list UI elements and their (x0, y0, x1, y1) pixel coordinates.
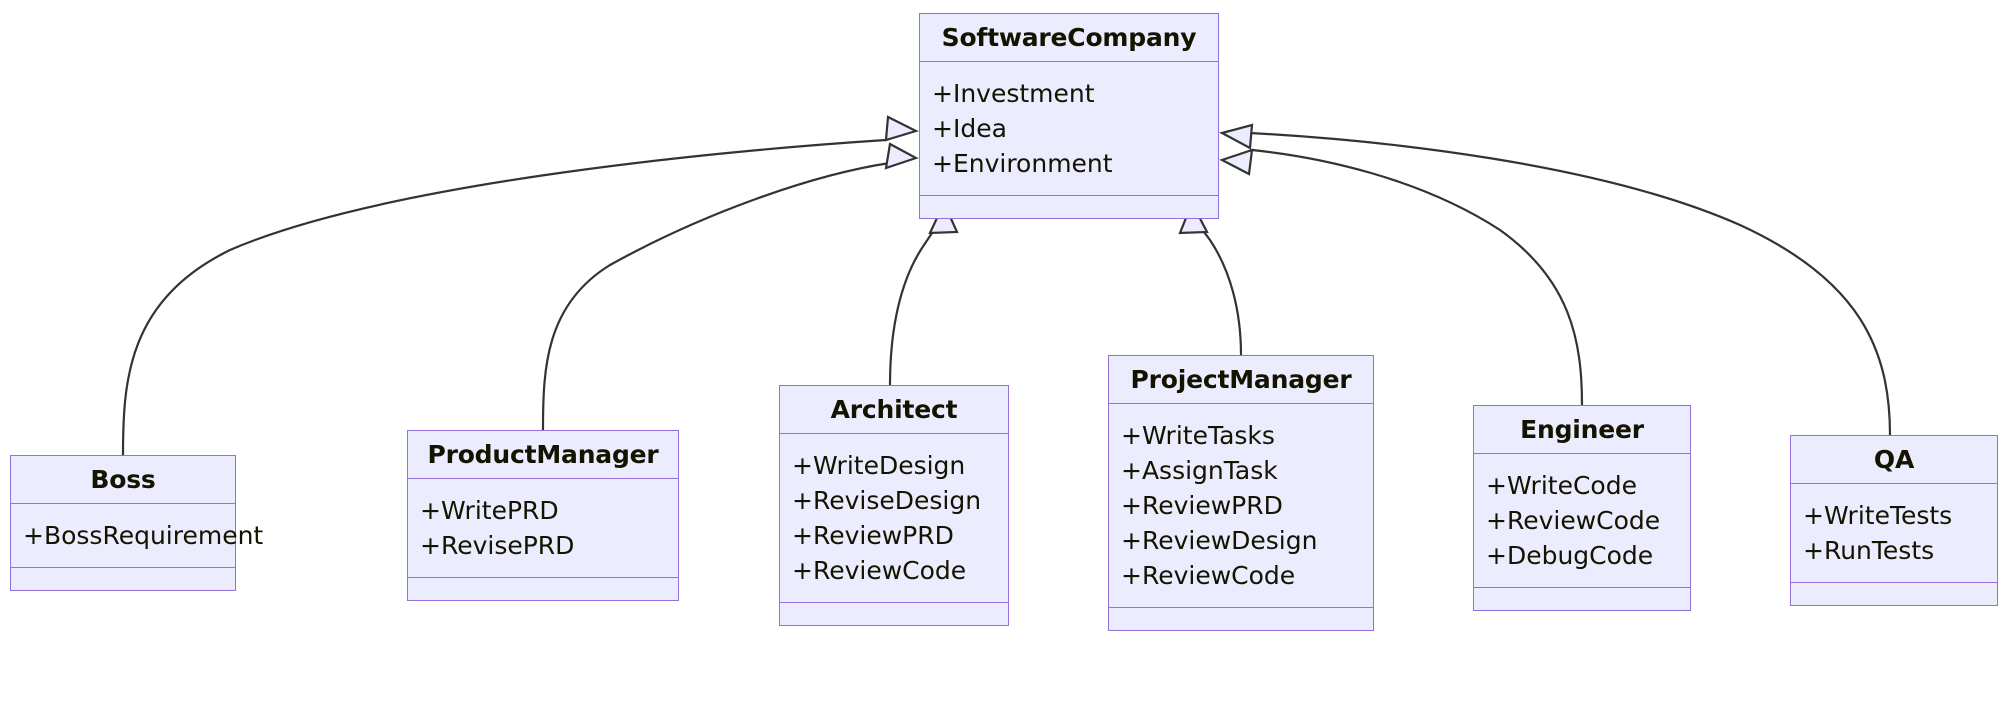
class-methods-projectmanager (1109, 608, 1373, 630)
generalization-arrowhead-qa (1219, 123, 1254, 150)
attribute-item: +Investment (932, 79, 1095, 108)
class-methods-softwarecompany (920, 196, 1218, 218)
attribute-item: +WriteTasks (1121, 421, 1275, 450)
attribute-item: +WriteTests (1803, 501, 1953, 530)
attribute-item: +Environment (932, 149, 1113, 178)
attribute-item: +ReviewPRD (1121, 491, 1283, 520)
class-title-architect: Architect (780, 386, 1008, 434)
class-methods-engineer (1474, 588, 1690, 610)
class-methods-qa (1791, 583, 1997, 605)
attribute-item: +ReviewPRD (792, 521, 954, 550)
attribute-item: +DebugCode (1486, 541, 1654, 570)
attribute-item: +ReviseDesign (792, 486, 982, 515)
generalization-arrowhead-productmanager (884, 142, 919, 170)
class-node-projectmanager[interactable]: ProjectManager +WriteTasks +AssignTask +… (1108, 355, 1374, 631)
generalization-arrowhead-boss (884, 115, 919, 142)
attribute-item: +WriteDesign (792, 451, 966, 480)
class-title-qa: QA (1791, 436, 1997, 484)
class-title-boss: Boss (11, 456, 235, 504)
attribute-item: +WriteCode (1486, 471, 1637, 500)
class-node-softwarecompany[interactable]: SoftwareCompany +Investment +Idea +Envir… (919, 13, 1219, 219)
class-attributes-boss: +BossRequirement (11, 504, 264, 568)
attribute-item: +BossRequirement (23, 521, 264, 550)
attribute-item: +RevisePRD (420, 531, 575, 560)
class-title-projectmanager: ProjectManager (1109, 356, 1373, 404)
class-node-boss[interactable]: Boss +BossRequirement (10, 455, 264, 591)
edge-architect-to-softwarecompany (888, 214, 945, 386)
generalization-arrowhead-engineer (1219, 148, 1254, 176)
attribute-item: +WritePRD (420, 496, 559, 525)
attribute-item: +Idea (932, 114, 1007, 143)
class-title-engineer: Engineer (1474, 406, 1690, 454)
class-node-architect[interactable]: Architect +WriteDesign +ReviseDesign +Re… (779, 385, 1009, 626)
class-attributes-projectmanager: +WriteTasks +AssignTask +ReviewPRD +Revi… (1109, 404, 1373, 608)
class-node-productmanager[interactable]: ProductManager +WritePRD +RevisePRD (407, 430, 679, 601)
attribute-item: +ReviewCode (1121, 561, 1296, 590)
class-title-productmanager: ProductManager (408, 431, 678, 479)
class-attributes-qa: +WriteTests +RunTests (1791, 484, 1997, 583)
attribute-item: +RunTests (1803, 536, 1935, 565)
attribute-item: +ReviewCode (1486, 506, 1661, 535)
class-attributes-productmanager: +WritePRD +RevisePRD (408, 479, 678, 578)
class-title-softwarecompany: SoftwareCompany (920, 14, 1218, 62)
class-methods-productmanager (408, 578, 678, 600)
class-attributes-architect: +WriteDesign +ReviseDesign +ReviewPRD +R… (780, 434, 1008, 603)
class-methods-boss (11, 568, 235, 590)
attribute-item: +ReviewCode (792, 556, 967, 585)
class-node-engineer[interactable]: Engineer +WriteCode +ReviewCode +DebugCo… (1473, 405, 1691, 611)
class-node-qa[interactable]: QA +WriteTests +RunTests (1790, 435, 1998, 606)
class-methods-architect (780, 603, 1008, 625)
class-attributes-softwarecompany: +Investment +Idea +Environment (920, 62, 1218, 196)
edge-projectmanager-to-softwarecompany (1189, 214, 1243, 356)
attribute-item: +AssignTask (1121, 456, 1278, 485)
class-attributes-engineer: +WriteCode +ReviewCode +DebugCode (1474, 454, 1690, 588)
edge-boss-to-softwarecompany (121, 138, 887, 456)
attribute-item: +ReviewDesign (1121, 526, 1318, 555)
